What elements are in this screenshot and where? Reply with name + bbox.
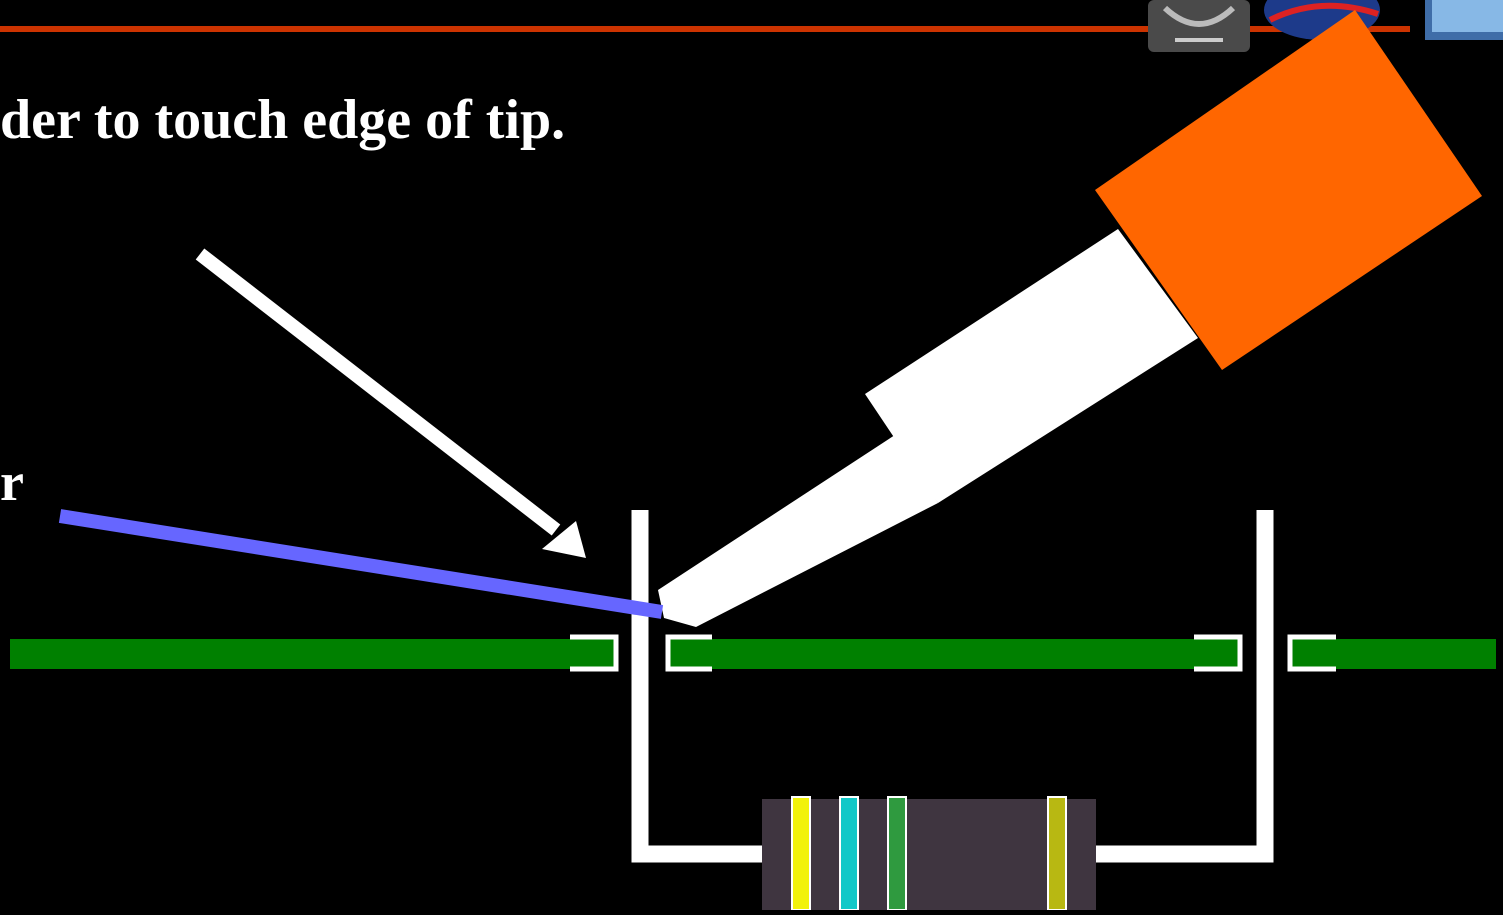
resistor-band-3 — [887, 796, 907, 911]
solder-pad-3 — [1194, 634, 1243, 672]
iron-tip — [658, 433, 938, 627]
resistor-band-2 — [839, 796, 859, 911]
board-trace-left — [10, 639, 618, 669]
solder-pad-4 — [1287, 634, 1336, 672]
resistor-band-4 — [1047, 796, 1067, 911]
resistor-body — [762, 799, 1096, 910]
solder-pad-2 — [665, 634, 712, 672]
board-trace-middle — [668, 639, 1242, 669]
slide-title: der to touch edge of tip. — [0, 89, 566, 151]
solder-pad-1 — [570, 634, 619, 672]
solder-label: r — [0, 452, 24, 512]
component-lead — [631, 510, 1274, 863]
resistor-band-1 — [791, 796, 811, 911]
circuit-board — [10, 634, 1496, 672]
partner-logo — [1425, 0, 1503, 40]
nasa-seal-logo — [1148, 0, 1250, 52]
iron-handle — [1095, 10, 1482, 370]
soldering-iron — [658, 10, 1482, 627]
board-trace-right — [1290, 639, 1496, 669]
solder-wire — [58, 509, 664, 619]
pointer-arrow — [195, 248, 586, 558]
resistor — [762, 796, 1096, 911]
header-rule — [0, 26, 1150, 32]
iron-barrel — [865, 229, 1198, 503]
